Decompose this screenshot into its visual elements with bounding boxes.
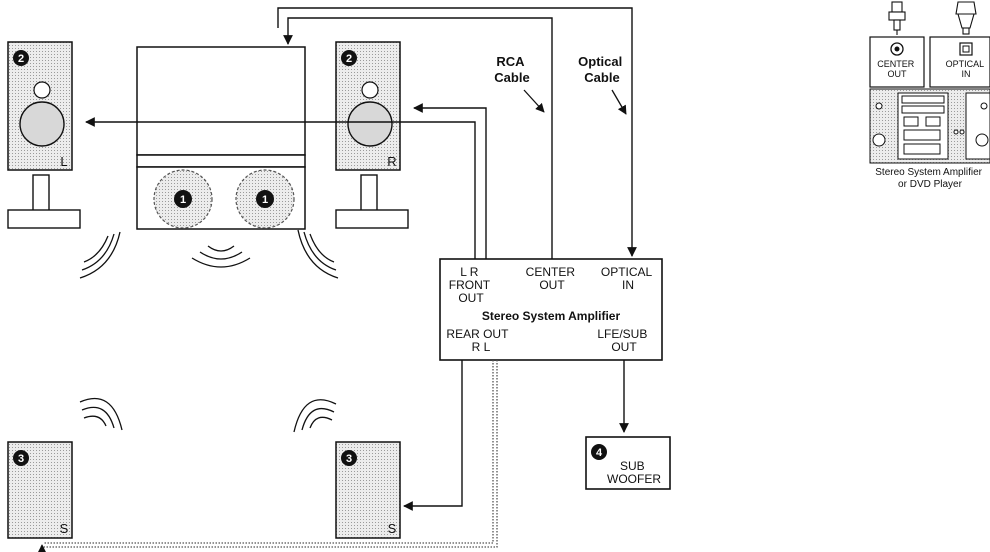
stereo-amplifier: L R FRONT OUT CENTER OUT OPTICAL IN Ster… xyxy=(439,258,663,361)
svg-text:RCA Cable: RCA Cable xyxy=(494,54,529,85)
cable-front-right xyxy=(413,103,487,259)
front-right-marker: 2 xyxy=(341,50,357,66)
inset-optical-in-label: OPTICAL IN xyxy=(946,59,987,79)
cable-front-left xyxy=(85,117,476,259)
rear-right-tag: S xyxy=(388,521,397,536)
amplifier-device-icon xyxy=(869,88,990,164)
svg-text:1: 1 xyxy=(262,194,268,206)
sub-out-label: LFE/SUB OUT xyxy=(597,327,650,354)
svg-text:3: 3 xyxy=(18,453,24,465)
sound-waves xyxy=(79,229,339,433)
center-speaker-tv: 1 1 xyxy=(136,46,306,230)
cable-rear-right xyxy=(403,360,463,511)
center-marker-right: 1 xyxy=(256,190,274,208)
svg-text:2: 2 xyxy=(18,53,24,65)
cable-center-rca xyxy=(283,17,553,259)
front-right-speaker: 2 R xyxy=(335,41,409,229)
inset-center-out-label: CENTER OUT xyxy=(877,59,917,79)
front-left-tag: L xyxy=(60,154,67,169)
subwoofer-label: SUB WOOFER xyxy=(607,459,661,486)
rear-left-tag: S xyxy=(60,521,69,536)
subwoofer: 4 SUB WOOFER xyxy=(585,436,671,490)
svg-text:4: 4 xyxy=(596,447,603,459)
inset-caption: Stereo System Amplifier or DVD Player xyxy=(875,167,985,190)
optical-plug-icon xyxy=(955,1,977,35)
front-out-label: L R FRONT OUT xyxy=(449,265,493,305)
svg-text:2: 2 xyxy=(346,53,352,65)
rear-right-marker: 3 xyxy=(341,450,357,466)
front-left-marker: 2 xyxy=(13,50,29,66)
rear-left-speaker: 3 S xyxy=(7,441,73,539)
optical-cable-callout: Optical Cable xyxy=(578,54,627,115)
amplifier-title: Stereo System Amplifier xyxy=(482,309,621,323)
svg-text:1: 1 xyxy=(180,194,186,206)
optical-in-label: OPTICAL IN xyxy=(601,265,655,292)
subwoofer-marker: 4 xyxy=(591,444,607,460)
front-right-tag: R xyxy=(387,154,396,169)
rca-cable-callout: RCA Cable xyxy=(494,54,545,113)
connector-inset: CENTER OUT OPTICAL IN xyxy=(869,1,990,190)
cables xyxy=(85,7,637,511)
center-marker-left: 1 xyxy=(174,190,192,208)
cable-rear-left xyxy=(37,360,498,552)
rear-right-speaker: 3 S xyxy=(335,441,401,539)
front-left-speaker: 2 L xyxy=(7,41,81,229)
center-out-label: CENTER OUT xyxy=(526,265,579,292)
rear-left-marker: 3 xyxy=(13,450,29,466)
cable-optical xyxy=(277,7,637,257)
svg-text:3: 3 xyxy=(346,453,352,465)
svg-text:Optical Cable: Optical Cable xyxy=(578,54,626,85)
rca-plug-icon xyxy=(888,1,906,35)
rear-out-label: REAR OUT R L xyxy=(446,327,511,354)
